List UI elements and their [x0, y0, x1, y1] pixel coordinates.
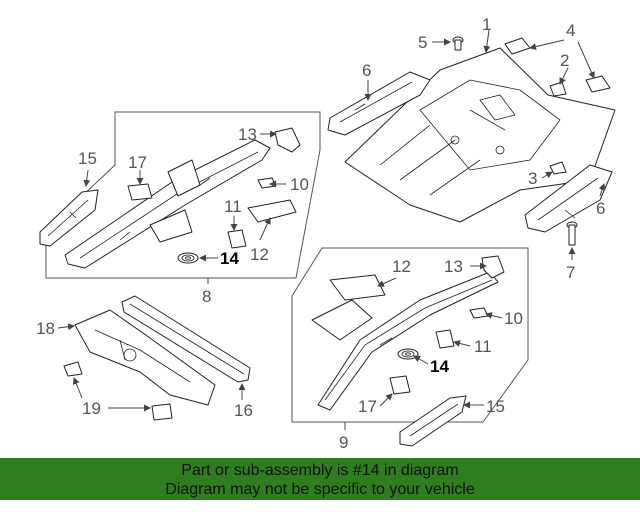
bracket-2 [549, 81, 567, 97]
callout-6-upper: 6 [362, 61, 371, 80]
extension-15-upper [39, 189, 99, 247]
reinforcement-12-upper [247, 199, 297, 223]
callout-2: 2 [560, 51, 569, 70]
callout-18: 18 [36, 319, 55, 338]
member-16 [121, 295, 251, 383]
callout-14-lower: 14 [430, 357, 449, 376]
callout-17-upper: 17 [128, 153, 147, 172]
bracket-4a [504, 37, 531, 55]
bracket-17-lower [389, 375, 411, 395]
floor-side-member-upper [327, 71, 431, 136]
callout-7: 7 [566, 263, 575, 282]
bracket-19a [63, 361, 83, 377]
callout-11-upper: 11 [224, 197, 242, 216]
banner-line-1: Part or sub-assembly is #14 in diagram [181, 462, 459, 479]
extension-15-lower [399, 395, 467, 447]
parts-diagram: 1 2 3 4 5 6 6 7 8 9 10 10 11 11 12 12 13… [36, 15, 616, 452]
callout-9: 9 [339, 433, 348, 452]
callout-1: 1 [482, 15, 491, 34]
callout-17-lower: 17 [358, 397, 377, 416]
info-banner: Part or sub-assembly is #14 in diagram D… [0, 458, 640, 500]
callout-8: 8 [202, 287, 211, 306]
callout-10-lower: 10 [504, 309, 523, 328]
callout-6-right: 6 [596, 199, 605, 218]
leader-lines [57, 29, 606, 430]
bracket-19b [151, 403, 173, 421]
plug-14-upper [177, 252, 199, 264]
rear-side-member-8 [64, 139, 271, 269]
callout-13-upper: 13 [238, 125, 257, 144]
callout-12-upper: 12 [250, 245, 269, 264]
bracket-17-upper [127, 183, 153, 201]
callout-11-lower: 11 [474, 337, 492, 356]
clip-10-lower [469, 307, 489, 319]
callout-3: 3 [528, 169, 537, 188]
callout-14-upper: 14 [220, 249, 239, 268]
clip-3 [549, 161, 567, 175]
banner-line-2: Diagram may not be specific to your vehi… [165, 481, 475, 498]
floor-side-member-right [524, 164, 613, 233]
plug-14-lower [397, 348, 419, 360]
callout-13-lower: 13 [444, 257, 463, 276]
bracket-4b [585, 75, 611, 93]
clip-10-upper [257, 177, 277, 189]
rear-floor-pan [344, 47, 616, 223]
bolt-7 [566, 221, 578, 246]
bolt-5 [452, 36, 464, 51]
callout-19: 19 [82, 399, 101, 418]
callout-16: 16 [234, 401, 253, 420]
callout-10-upper: 10 [290, 175, 309, 194]
callout-4: 4 [566, 21, 575, 40]
callout-15-lower: 15 [486, 397, 505, 416]
callout-5: 5 [418, 33, 427, 52]
callout-12-lower: 12 [392, 257, 411, 276]
rear-side-member-9 [311, 271, 499, 411]
panel-18 [74, 309, 216, 406]
callout-15-upper: 15 [78, 149, 97, 168]
bracket-13-upper [274, 127, 301, 153]
